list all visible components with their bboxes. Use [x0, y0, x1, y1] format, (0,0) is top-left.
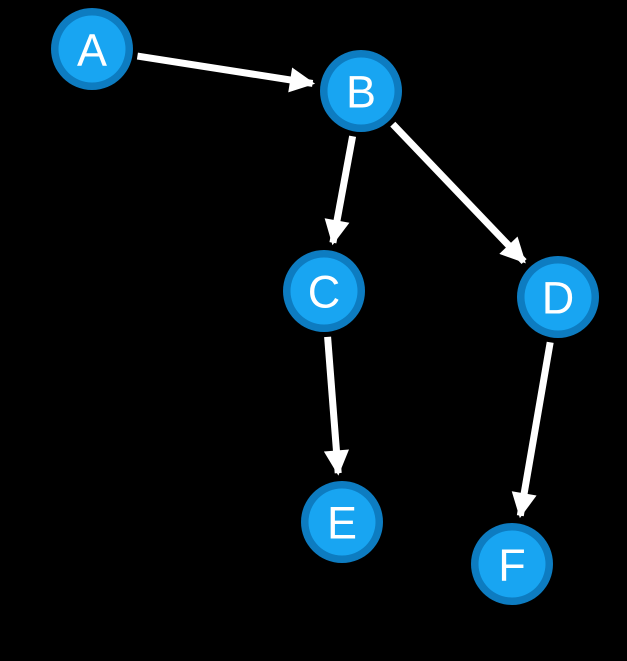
edge-A-B	[136, 52, 316, 93]
node-body	[308, 488, 376, 556]
node-body	[290, 257, 358, 325]
edge-B-D	[390, 121, 527, 265]
node-body	[478, 530, 546, 598]
node-body	[524, 263, 592, 331]
node-F[interactable]: F	[471, 523, 553, 605]
node-D[interactable]: D	[517, 256, 599, 338]
node-E[interactable]: E	[301, 481, 383, 563]
edge-D-F	[511, 341, 554, 519]
node-body	[58, 15, 126, 83]
node-body	[327, 57, 395, 125]
edge-B-C	[324, 135, 357, 246]
node-C[interactable]: C	[283, 250, 365, 332]
node-B[interactable]: B	[320, 50, 402, 132]
node-A[interactable]: A	[51, 8, 133, 90]
edge-C-E	[323, 336, 350, 476]
